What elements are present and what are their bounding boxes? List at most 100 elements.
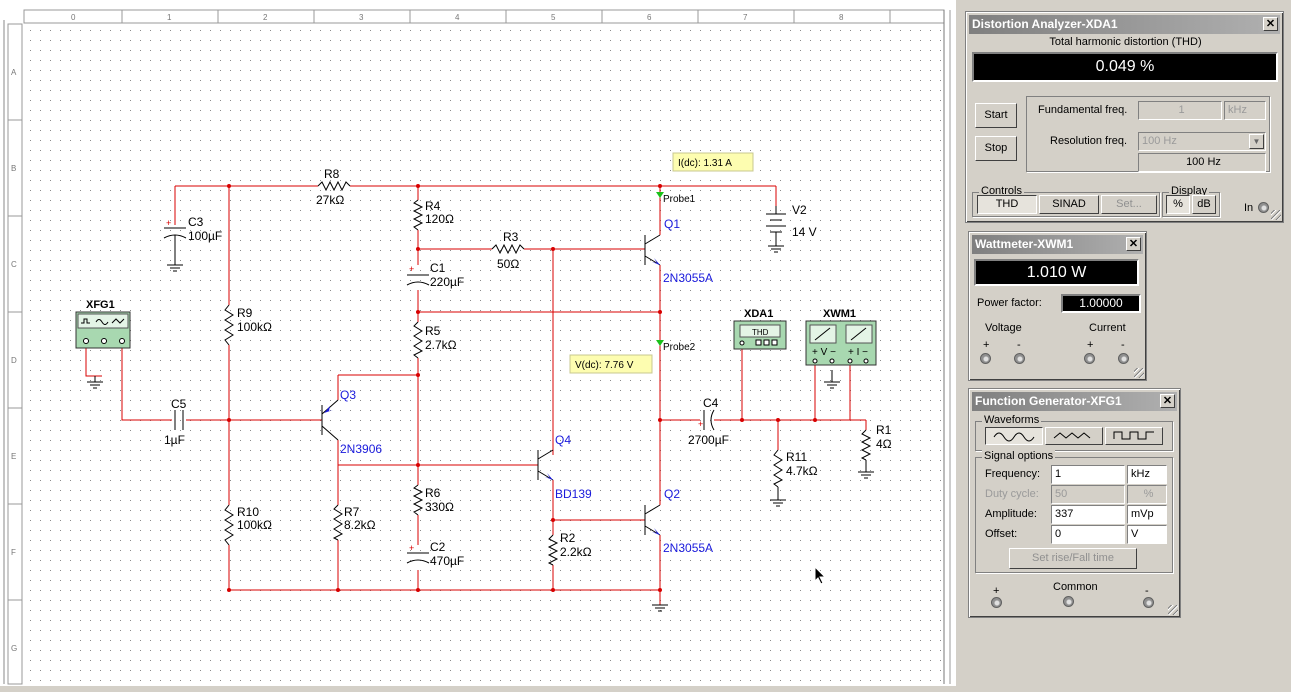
ground-symbols [87,245,874,612]
r10-value: 100kΩ [237,518,272,532]
current-minus-label: - [1121,339,1125,351]
q4-value: BD139 [555,487,592,501]
fundamental-freq-input[interactable]: 1 [1138,101,1222,120]
sine-wave-button[interactable] [985,427,1043,445]
signal-options-group: Signal options [975,450,1173,573]
triangle-wave-icon [1053,432,1091,439]
in-label: In [1244,202,1254,214]
set-button[interactable]: Set... [1101,195,1157,214]
r1-ref: R1 [876,423,892,437]
ruler-column-label: 4 [455,13,460,22]
frequency-unit[interactable]: kHz [1127,465,1167,484]
sinad-button[interactable]: SINAD [1039,195,1099,214]
probe2-readout: V(dc): 7.76 V [575,360,634,371]
output-plus-terminal-icon[interactable] [991,597,1002,608]
current-plus-terminal-icon[interactable] [1084,353,1095,364]
power-factor-value: 1.00000 [1061,294,1141,313]
wattmeter-titlebar[interactable]: Wattmeter-XWM1 ✕ [972,235,1143,254]
ruler-column-label: 1 [167,13,172,22]
triangle-wave-button[interactable] [1045,427,1103,445]
start-button[interactable]: Start [975,103,1017,128]
square-wave-icon [1113,431,1154,440]
wattmeter-title: Wattmeter-XWM1 [975,237,1074,251]
close-icon[interactable]: ✕ [1126,237,1141,251]
r2-ref: R2 [560,531,576,545]
svg-text:+: + [166,218,171,228]
ruler-column-label: 0 [71,13,76,22]
resize-grip-icon[interactable] [1134,368,1144,378]
distortion-analyzer-titlebar[interactable]: Distortion Analyzer-XDA1 ✕ [969,15,1280,34]
r9-ref: R9 [237,306,253,320]
voltage-label: Voltage [985,322,1022,334]
ruler-column-label: 2 [263,13,268,22]
amplitude-unit[interactable]: mVp [1127,505,1167,524]
resize-grip-icon[interactable] [1271,210,1281,220]
close-icon[interactable]: ✕ [1263,17,1278,31]
r6-ref: R6 [425,486,441,500]
q2-ref: Q2 [664,487,680,501]
controls-group-label: Controls [979,185,1024,197]
in-terminal-icon[interactable] [1258,202,1269,213]
output-minus-terminal-icon[interactable] [1143,597,1154,608]
r4-value: 120Ω [425,212,454,226]
voltage-minus-terminal-icon[interactable] [1014,353,1025,364]
output-plus-label: + [993,585,1000,597]
q2-value: 2N3055A [663,541,713,555]
offset-unit[interactable]: V [1127,525,1167,544]
xwm1-symbol[interactable]: XWM1 + V − + I − [805,308,877,366]
duty-cycle-input[interactable]: 50 [1051,485,1125,504]
set-rise-fall-time-button[interactable]: Set rise/Fall time [1009,548,1137,569]
percent-button[interactable]: % [1166,195,1190,214]
resize-grip-icon[interactable] [1168,605,1178,615]
xda1-symbol[interactable]: XDA1 THD [733,308,787,350]
r4-ref: R4 [425,199,441,213]
frequency-input[interactable]: 1 [1051,465,1125,484]
voltage-plus-terminal-icon[interactable] [980,353,991,364]
common-label: Common [1053,581,1098,593]
wattmeter-window[interactable]: Wattmeter-XWM1 ✕ 1.010 W Power factor: 1… [968,231,1147,381]
svg-text:+: + [409,264,414,274]
offset-input[interactable]: 0 [1051,525,1125,544]
q3-ref: Q3 [340,388,356,402]
display-group: Display [1162,185,1220,217]
resolution-freq-select-value: 100 Hz [1142,135,1177,147]
xwm1-label: XWM1 [823,308,856,320]
probe1-marker[interactable] [656,192,664,198]
r5-value: 2.7kΩ [425,338,457,352]
mouse-pointer-icon [814,566,827,585]
ruler-column-label: 7 [743,13,748,22]
wires [85,185,867,605]
vertical-scrollbar[interactable] [956,0,962,686]
xfg1-symbol[interactable]: XFG1 [75,299,131,349]
function-generator-titlebar[interactable]: Function Generator-XFG1 ✕ [972,392,1177,411]
thd-button[interactable]: THD [977,195,1037,214]
c4-ref: C4 [703,396,719,410]
amplitude-label: Amplitude: [985,508,1037,520]
common-terminal-icon[interactable] [1063,596,1074,607]
distortion-analyzer-window[interactable]: Distortion Analyzer-XDA1 ✕ Total harmoni… [965,11,1284,223]
current-minus-terminal-icon[interactable] [1118,353,1129,364]
r6-value: 330Ω [425,500,454,514]
duty-cycle-unit[interactable]: % [1127,485,1167,504]
svg-text:+ V −: + V − [812,347,836,358]
controls-group: Controls [972,185,1160,217]
resolution-freq-select[interactable]: 100 Hz ▼ [1138,132,1266,151]
close-icon[interactable]: ✕ [1160,394,1175,408]
horizontal-scrollbar[interactable] [0,686,962,692]
fundamental-freq-label: Fundamental freq. [1038,104,1128,116]
q1-value: 2N3055A [663,271,713,285]
probe2-marker[interactable] [656,340,664,346]
function-generator-window[interactable]: Function Generator-XFG1 ✕ Waveforms Sign… [968,388,1181,618]
square-wave-button[interactable] [1105,427,1163,445]
amplitude-input[interactable]: 337 [1051,505,1125,524]
ruler-row-label: E [11,452,16,461]
chevron-down-icon[interactable]: ▼ [1249,134,1264,149]
fundamental-freq-unit[interactable]: kHz [1224,101,1266,120]
stop-button[interactable]: Stop [975,136,1017,161]
ruler-column-label: 5 [551,13,556,22]
output-minus-label: - [1145,585,1149,597]
db-button[interactable]: dB [1192,195,1216,214]
